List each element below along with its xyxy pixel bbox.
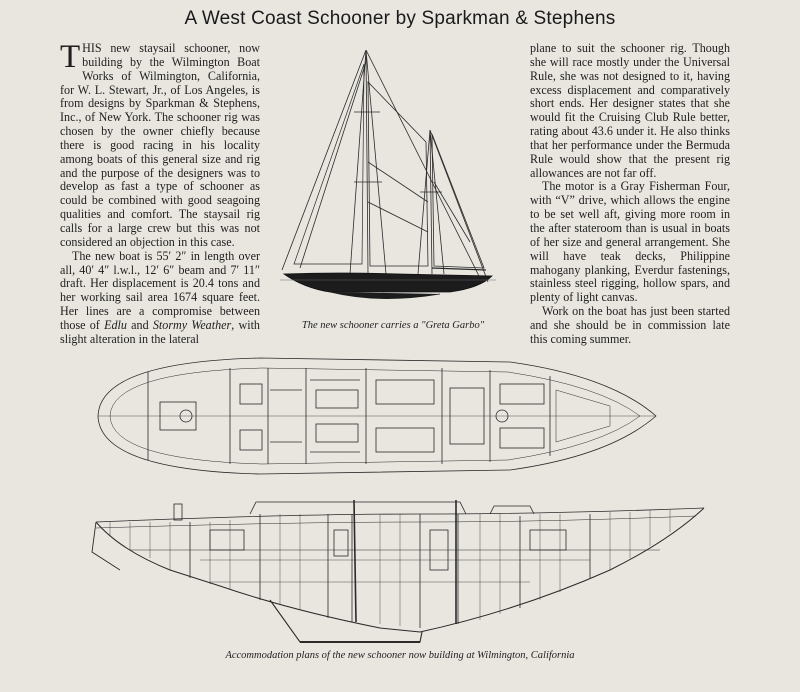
article-paragraph: plane to suit the schooner rig. Though s… [530,41,730,180]
inboard-profile-view [91,500,705,643]
accommodation-plan-view [97,357,657,475]
accommodation-caption: Accommodation plans of the new schooner … [225,650,575,661]
paragraph-text: The new boat is 55′ 2″ in length over al… [60,248,260,332]
article-paragraph: Work on the boat has just been started a… [530,304,730,346]
paragraph-text: and [126,317,153,332]
paragraph-text: HIS new staysail schooner, now building … [60,41,260,249]
boat-name-edlu: Edlu [104,317,127,332]
sail-plan-caption: The new schooner carries a "Greta Garbo" [301,320,485,331]
boat-name-stormy-weather: Stormy Weather [152,317,232,332]
article-paragraph: The new boat is 55′ 2″ in length over al… [60,248,260,347]
article-paragraph: The motor is a Gray Fisherman Four, with… [530,179,730,305]
page-title: A West Coast Schooner by Sparkman & Step… [184,8,616,29]
sail-plan-drawing [280,49,496,299]
paragraph-text: , with slight alteration in the lateral [60,317,260,346]
drop-cap: T [60,39,81,75]
article-column-right: plane to suit the schooner rig. Though s… [530,41,730,347]
